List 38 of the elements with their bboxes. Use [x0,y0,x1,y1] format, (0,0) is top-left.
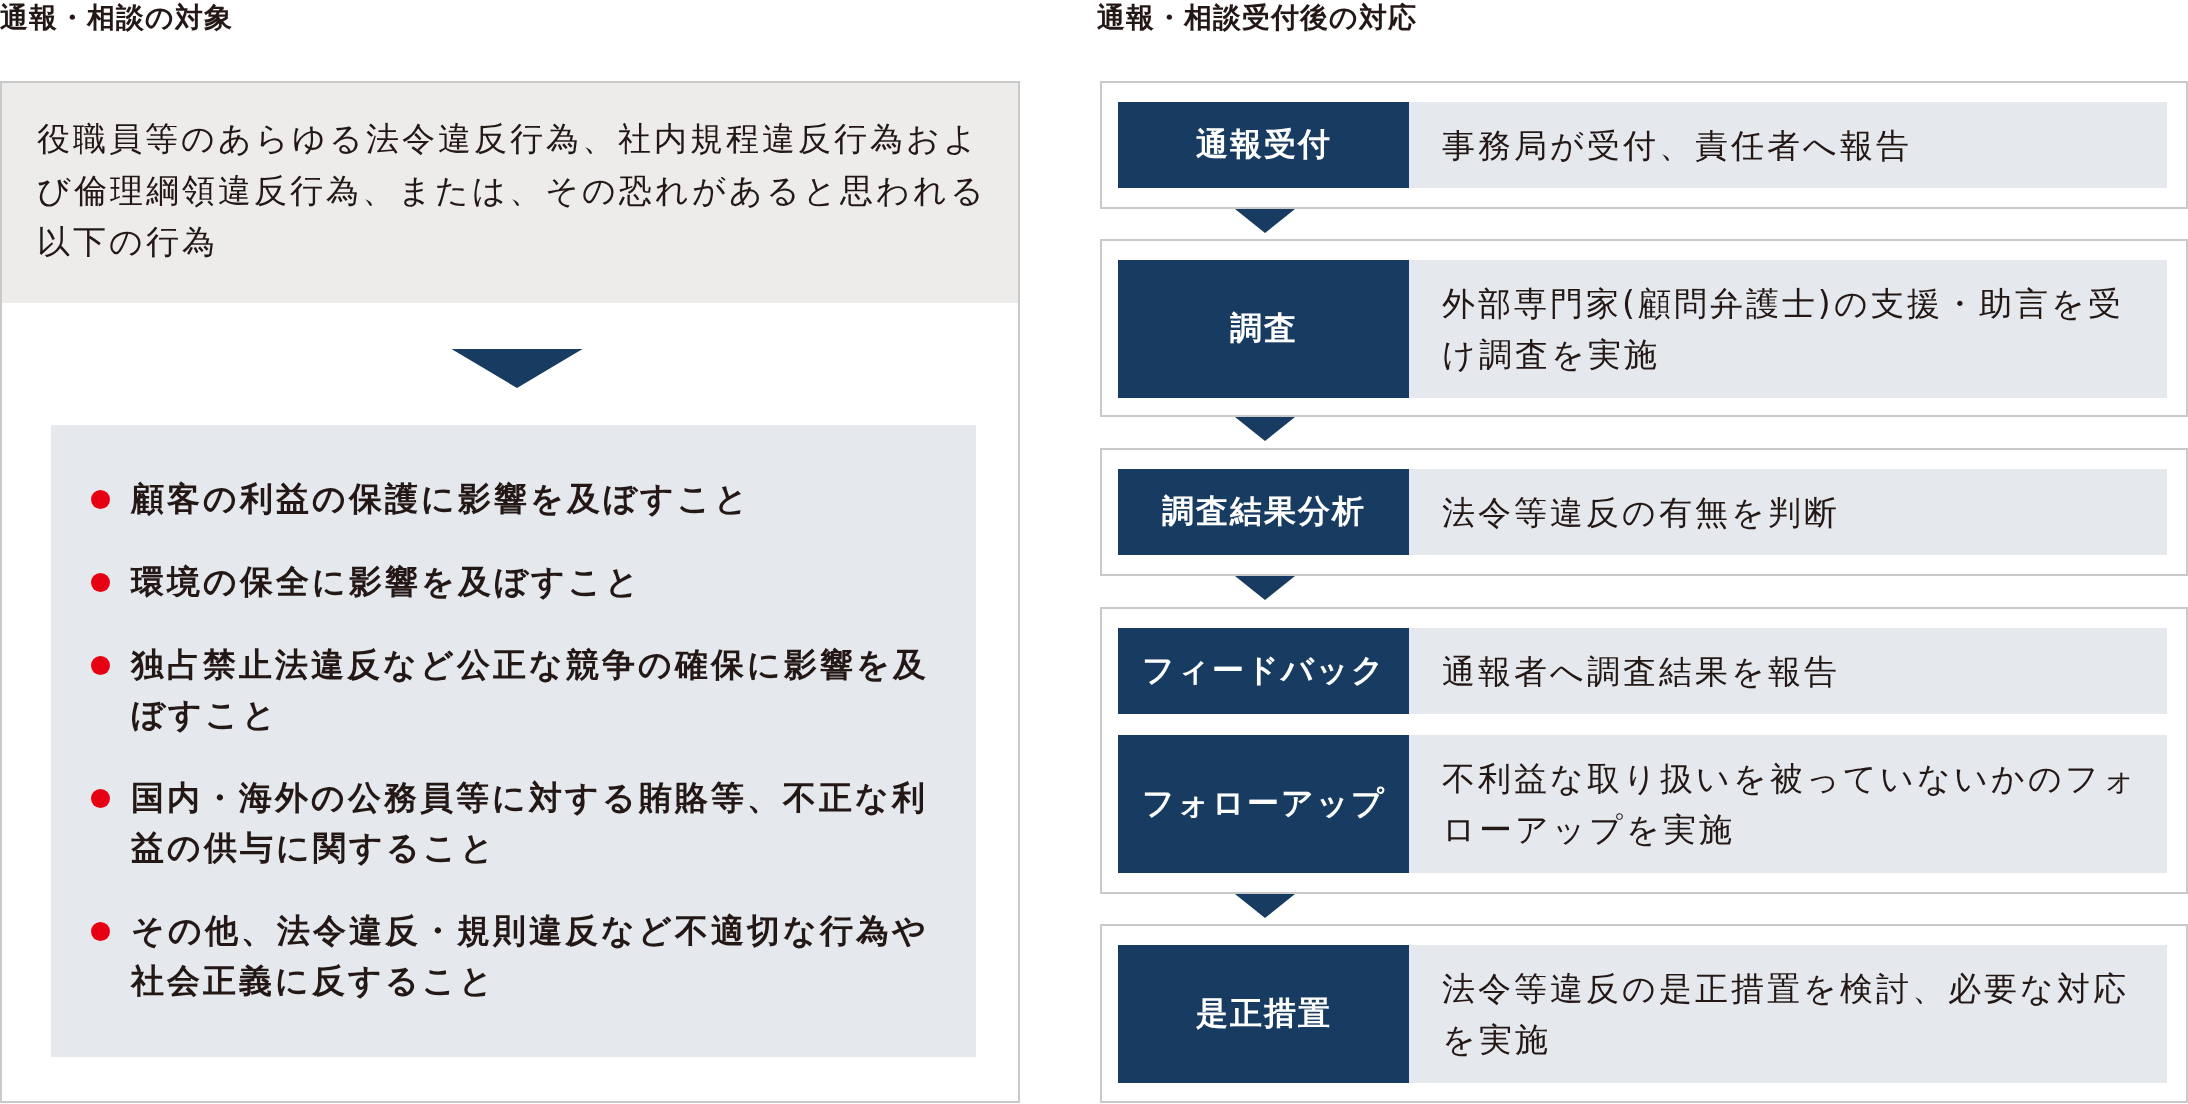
step-card [1118,945,2167,1083]
list-panel [51,425,976,1057]
step-card [1118,735,2167,873]
flow-arrow [1235,209,1295,233]
flow-arrow [1235,894,1295,918]
step-heading: フォローアップ [1118,735,1409,873]
intro-text: 役職員等のあらゆる法令違反行為、社内規程違反行為および倫理綱領違反行為、または、その恐れがあると思われる以下の行為 [37,118,988,263]
step-card [1118,260,2167,398]
list-item-text: 国内・海外の公務員等に対する賄賂等、不正な利益の供与に関すること [131,777,929,869]
column-heading: 通報・相談の対象 [0,0,233,36]
flow-arrow [1235,417,1295,441]
outlined-frame [1100,239,2188,417]
step-description: 外部専門家(顧問弁護士)の支援・助言を受け調査を実施 [1442,283,2125,376]
step-card [1118,469,2167,555]
list-item-text: その他、法令違反・規則違反など不適切な行為や社会正義に反すること [131,910,930,1002]
step-description: 法令等違反の有無を判断 [1442,491,1840,534]
flow-arrow [1235,576,1295,600]
outlined-frame [1100,448,2188,576]
step-heading: 調査結果分析 [1118,469,1409,555]
outlined-frame [0,81,1020,1103]
step-heading: 是正措置 [1118,945,1409,1083]
step-heading: フィードバック [1118,628,1409,714]
outlined-frame [1100,81,2188,209]
list-item-text: 顧客の利益の保護に影響を及ぼすこと [131,478,751,520]
outlined-frame [1100,607,2188,894]
column-heading: 通報・相談受付後の対応 [1097,0,1417,36]
intro-panel [2,83,1018,303]
step-description: 通報者へ調査結果を報告 [1442,650,1840,693]
step-heading: 調査 [1118,260,1409,398]
list-item-text: 環境の保全に影響を及ぼすこと [131,561,642,603]
step-description: 事務局が受付、責任者へ報告 [1442,124,1912,167]
step-card [1118,102,2167,188]
step-description: 法令等違反の是正措置を検討、必要な対応を実施 [1442,968,2130,1061]
step-card [1118,628,2167,714]
step-heading: 通報受付 [1118,102,1409,188]
list-item-text: 独占禁止法違反など公正な競争の確保に影響を及ぼすこと [131,644,930,736]
step-description: 不利益な取り扱いを被っていないかのフォローアップを実施 [1442,758,2140,851]
outlined-frame [1100,924,2188,1103]
